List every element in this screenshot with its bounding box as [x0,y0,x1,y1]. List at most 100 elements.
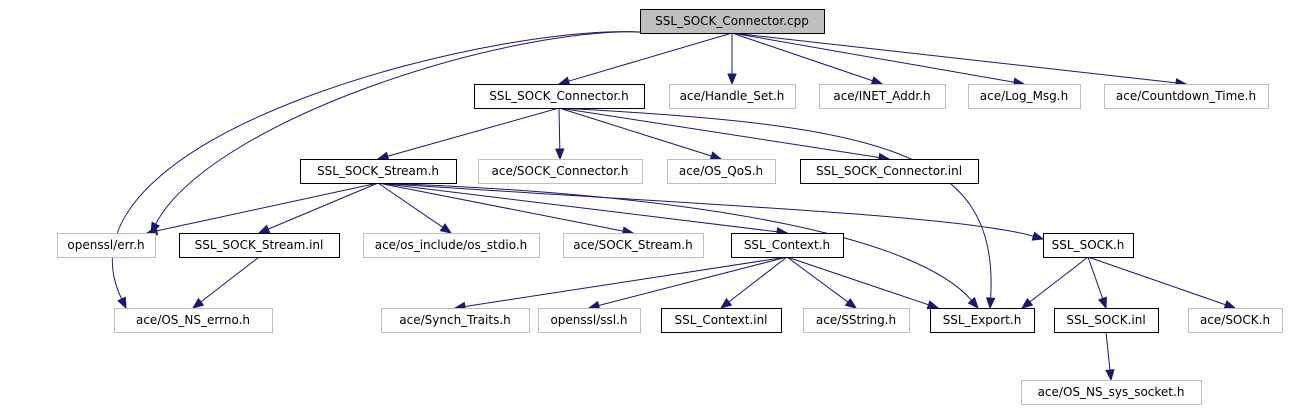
node-label: ace/OS_QoS.h [679,164,763,178]
node-ssl-sock-inl[interactable]: SSL_SOCK.inl [1054,308,1159,333]
arrowhead-ssl_sock_inl-to-os_ns_sys_socket [1105,369,1115,382]
edge-root-to-log_msg [731,32,1015,83]
node-label: ace/Countdown_Time.h [1116,89,1256,103]
node-os-stdio: ace/os_include/os_stdio.h [363,233,540,258]
node-box [667,159,776,184]
node-box [478,159,643,184]
node-box [803,308,910,333]
edge-conn_h-to-os_qos [558,107,712,157]
edge-layer [111,31,1237,382]
node-box [381,308,530,333]
arrowhead-conn_h-to-ssl_export [985,297,996,310]
node-box [1188,308,1283,333]
arrowhead-ssl_context_h-to-ssl_export [926,300,940,310]
arrowhead-ssl_context_h-to-ssl_context_inl [719,297,733,309]
edge-ssl_sock_inl-to-os_ns_sys_socket [1105,331,1111,371]
node-label: SSL_Context.inl [674,313,767,327]
node-os-ns-errno: ace/OS_NS_errno.h [114,308,273,333]
node-stream-h[interactable]: SSL_SOCK_Stream.h [300,159,457,184]
node-synch-traits: ace/Synch_Traits.h [381,308,530,333]
node-label: ace/Handle_Set.h [680,89,785,103]
node-root: SSL_SOCK_Connector.cpp [640,9,825,34]
node-box [57,233,156,258]
edge-root-to-conn_h [568,32,733,82]
node-ssl-sock-h[interactable]: SSL_SOCK.h [1043,233,1134,258]
edge-conn_h-to-conn_inl [558,107,880,158]
node-box [300,159,457,184]
edge-root-to-openssl_err [155,31,661,225]
node-label: openssl/ssl.h [550,313,627,327]
node-ssl-export[interactable]: SSL_Export.h [930,308,1035,333]
arrowhead-root-to-inet_addr [870,76,884,86]
node-os-qos: ace/OS_QoS.h [667,159,776,184]
node-box [114,308,273,333]
node-label: SSL_SOCK_Connector.inl [816,164,962,178]
arrowhead-ssl_sock_h-to-ssl_export [1020,297,1034,309]
edge-ssl_context_h-to-openssl_ssl [598,256,788,306]
edge-conn_h-to-ace_sock_conn [558,107,561,150]
arrowhead-stream_h-to-ssl_sock_h [1031,231,1045,241]
edge-root-to-os_ns_errno [111,31,651,300]
edge-ssl_context_h-to-ssl_export [786,256,929,306]
edge-root-to-countdown [731,32,1177,84]
node-box [1043,233,1134,258]
arrowhead-root-to-handle_set [727,73,737,86]
arrowhead-ssl_context_h-to-sstring [844,297,858,309]
node-label: ace/OS_NS_errno.h [136,313,250,327]
node-label: ace/SOCK_Connector.h [492,164,629,178]
arrowhead-stream_inl-to-os_ns_errno [191,297,205,309]
node-box [661,308,782,333]
node-ssl-context-inl[interactable]: SSL_Context.inl [661,308,782,333]
arrowhead-stream_h-to-ssl_export [967,296,979,310]
edge-ssl_context_h-to-sstring [786,256,849,303]
arrowhead-conn_h-to-stream_h [376,151,390,161]
node-box [640,9,825,34]
node-box [1104,84,1269,109]
edge-conn_h-to-ssl_export [558,107,992,299]
node-label: SSL_Export.h [943,313,1022,327]
arrowhead-ssl_sock_h-to-ace_sock [1223,300,1237,310]
node-box [669,84,796,109]
node-stream-inl[interactable]: SSL_SOCK_Stream.inl [179,233,340,258]
node-label: ace/SString.h [816,313,896,327]
node-label: SSL_Context.h [744,238,830,252]
node-conn-h[interactable]: SSL_SOCK_Connector.h [474,84,645,109]
node-box [179,233,340,258]
node-ace-sock-conn: ace/SOCK_Connector.h [478,159,643,184]
node-box [731,233,844,258]
node-box [800,159,979,184]
node-ssl-context-h[interactable]: SSL_Context.h [731,233,844,258]
edge-conn_h-to-stream_h [387,107,560,157]
node-label: ace/OS_NS_sys_socket.h [1038,385,1185,399]
node-box [968,84,1081,109]
node-box [819,84,946,109]
node-label: SSL_SOCK.h [1052,238,1125,252]
arrowhead-conn_h-to-os_qos [709,151,723,161]
arrowhead-stream_h-to-os_stdio [439,223,453,234]
node-label: ace/SOCK.h [1200,313,1270,327]
node-box [1054,308,1159,333]
arrowhead-root-to-conn_h [557,76,571,86]
node-conn-inl[interactable]: SSL_SOCK_Connector.inl [800,159,979,184]
node-box [1021,380,1202,405]
edge-stream_h-to-ssl_export [377,182,972,301]
node-ace-sock-stream: ace/SOCK_Stream.h [563,233,704,258]
node-log-msg: ace/Log_Msg.h [968,84,1081,109]
node-label: SSL_SOCK_Connector.h [489,89,628,103]
edge-stream_h-to-ssl_context_h [377,182,778,233]
node-countdown: ace/Countdown_Time.h [1104,84,1269,109]
edge-ssl_context_h-to-ssl_context_inl [728,256,788,303]
edge-stream_h-to-os_stdio [377,182,444,228]
edge-stream_h-to-stream_inl [268,182,379,230]
node-openssl-ssl: openssl/ssl.h [538,308,641,333]
node-box [363,233,540,258]
node-label: ace/os_include/os_stdio.h [375,238,528,252]
node-box [474,84,645,109]
edge-stream_h-to-ace_sock_stream [377,182,624,232]
edge-stream_inl-to-os_ns_errno [200,256,260,303]
node-ace-sock: ace/SOCK.h [1188,308,1283,333]
node-os-ns-sys-socket: ace/OS_NS_sys_socket.h [1021,380,1202,405]
node-label: openssl/err.h [67,238,144,252]
edge-stream_h-to-ssl_sock_h [377,182,1034,237]
